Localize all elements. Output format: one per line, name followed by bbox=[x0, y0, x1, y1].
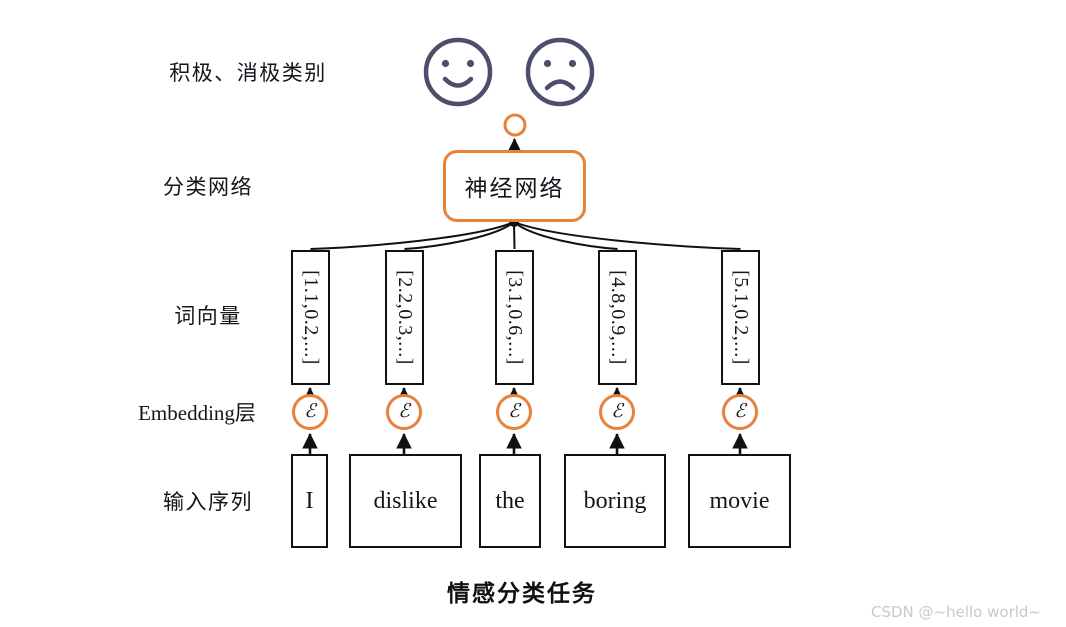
row-label-wordvec: 词向量 bbox=[174, 304, 242, 328]
diagram-caption: 情感分类任务 bbox=[447, 581, 597, 607]
word-vector-box-5: [5.1,0.2,...] bbox=[721, 250, 760, 385]
smiley-face-negative bbox=[525, 37, 595, 107]
embedding-circle-1[interactable]: ℰ bbox=[292, 394, 328, 430]
embedding-epsilon-glyph: ℰ bbox=[304, 399, 316, 422]
embedding-epsilon-glyph: ℰ bbox=[734, 399, 746, 422]
word-vector-value: [3.1,0.6,...] bbox=[504, 270, 527, 365]
csdn-watermark: CSDN @~hello world~ bbox=[871, 603, 1041, 621]
word-vector-value: [4.8,0.9,...] bbox=[607, 270, 630, 365]
input-word-label: I bbox=[305, 487, 314, 514]
input-word-box-2: dislike bbox=[349, 454, 462, 548]
row-label-network: 分类网络 bbox=[163, 175, 253, 199]
connector bbox=[404, 221, 515, 250]
input-word-box-5: movie bbox=[688, 454, 791, 548]
smiley-face-positive bbox=[423, 37, 493, 107]
neural-network-box[interactable]: 神经网络 bbox=[443, 150, 586, 222]
connector bbox=[513, 221, 516, 250]
input-word-label: the bbox=[495, 487, 525, 514]
input-word-label: dislike bbox=[373, 487, 438, 514]
embedding-epsilon-glyph: ℰ bbox=[398, 399, 410, 422]
embedding-epsilon-glyph: ℰ bbox=[508, 399, 520, 422]
word-vector-value: [1.1,0.2,...] bbox=[300, 270, 323, 365]
embedding-circle-5[interactable]: ℰ bbox=[722, 394, 758, 430]
word-vector-box-3: [3.1,0.6,...] bbox=[495, 250, 534, 385]
word-vector-box-1: [1.1,0.2,...] bbox=[291, 250, 330, 385]
input-word-label: movie bbox=[709, 487, 770, 514]
embedding-epsilon-glyph: ℰ bbox=[611, 399, 623, 422]
connector bbox=[513, 221, 741, 250]
row-label-embedding: Embedding层 bbox=[138, 401, 256, 425]
input-word-box-1: I bbox=[291, 454, 328, 548]
word-vector-value: [5.1,0.2,...] bbox=[730, 270, 753, 365]
embedding-circle-4[interactable]: ℰ bbox=[599, 394, 635, 430]
output-node-circle bbox=[503, 113, 527, 137]
word-vector-box-2: [2.2,0.3,...] bbox=[385, 250, 424, 385]
word-vector-value: [2.2,0.3,...] bbox=[394, 270, 417, 365]
connector bbox=[513, 221, 618, 250]
input-word-box-4: boring bbox=[564, 454, 666, 548]
input-word-box-3: the bbox=[479, 454, 541, 548]
embedding-circle-2[interactable]: ℰ bbox=[386, 394, 422, 430]
connector bbox=[310, 221, 515, 250]
row-label-input: 输入序列 bbox=[163, 490, 253, 514]
neural-network-label: 神经网络 bbox=[464, 176, 565, 201]
input-word-label: boring bbox=[583, 487, 647, 514]
word-vector-box-4: [4.8,0.9,...] bbox=[598, 250, 637, 385]
embedding-circle-3[interactable]: ℰ bbox=[496, 394, 532, 430]
row-label-classes: 积极、消极类别 bbox=[169, 61, 327, 85]
